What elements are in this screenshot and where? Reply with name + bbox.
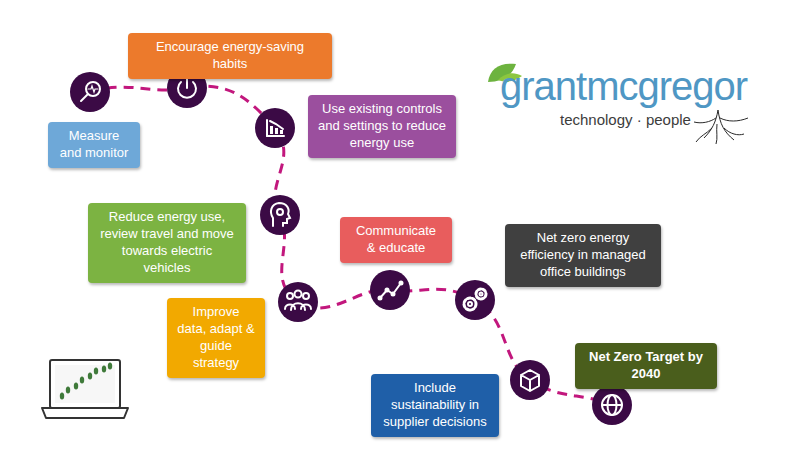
step-text: Improve data, adapt & guide strategy (177, 304, 255, 372)
step-text: Use existing controls and settings to re… (318, 101, 446, 152)
logo-tagline: technology · people (560, 112, 691, 127)
step-text: Measure and monitor (58, 128, 130, 162)
logo-wordmark: grantmcgregor (500, 66, 747, 106)
step-box: Use existing controls and settings to re… (308, 95, 456, 158)
step-box: Measure and monitor (48, 122, 140, 168)
step-box: Communicate & educate (340, 217, 452, 263)
step-box: Net Zero Target by 2040 (575, 343, 717, 389)
step-text: Include sustainability in supplier decis… (381, 380, 489, 431)
logo-roots (694, 110, 748, 144)
step-box: Net zero energy efficiency in managed of… (505, 224, 661, 287)
step-box: Reduce energy use, review travel and mov… (88, 203, 246, 283)
step-box: Encourage energy-saving habits (128, 33, 332, 79)
step-text: Net zero energy efficiency in managed of… (515, 230, 651, 281)
laptop-illustration (42, 360, 128, 418)
step-text: Reduce energy use, review travel and mov… (98, 209, 236, 277)
step-box: Include sustainability in supplier decis… (371, 374, 499, 437)
step-text: Net Zero Target by 2040 (585, 349, 707, 383)
step-text: Communicate & educate (350, 223, 442, 257)
step-text: Encourage energy-saving habits (138, 39, 322, 73)
step-box: Improve data, adapt & guide strategy (167, 298, 265, 378)
